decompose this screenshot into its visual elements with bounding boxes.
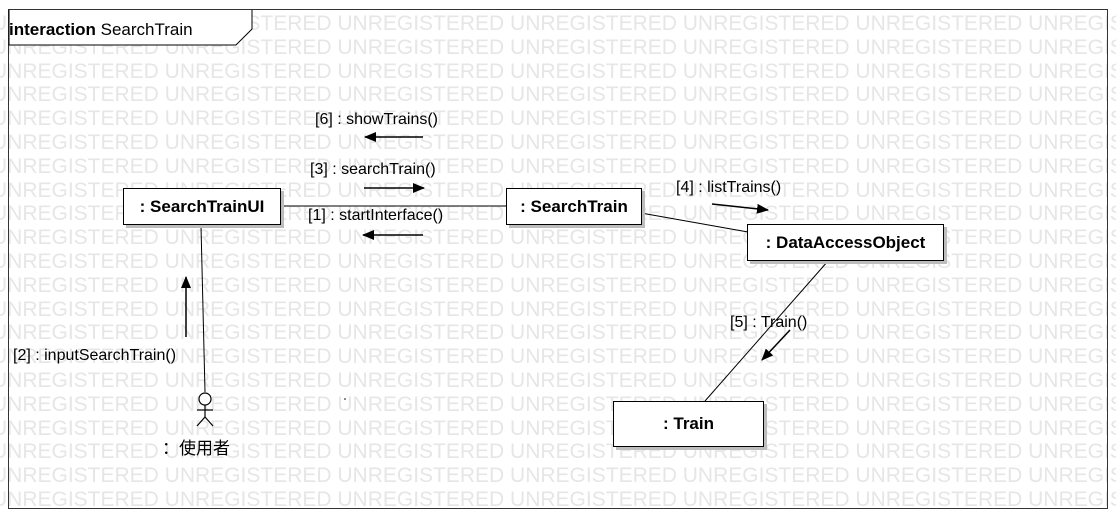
frame-keyword: interaction xyxy=(9,20,96,39)
link-searchtrain-dao xyxy=(640,212,749,233)
stray-dot xyxy=(344,398,346,400)
object-data-access-object-label: : DataAccessObject xyxy=(765,232,926,252)
message-label-m6: [6] : showTrains() xyxy=(315,111,438,128)
object-train[interactable]: : Train xyxy=(613,401,764,447)
object-search-train-label: : SearchTrain xyxy=(520,196,628,216)
object-data-access-object[interactable]: : DataAccessObject xyxy=(747,224,944,261)
arrow-m4 xyxy=(711,203,769,214)
message-label-m4: [4] : listTrains() xyxy=(676,179,782,196)
frame-title: SearchTrain xyxy=(100,20,193,39)
actor-label: ：使用者 xyxy=(162,439,230,458)
link-actor-ui xyxy=(200,225,206,393)
message-label-m2: [2] : inputSearchTrain() xyxy=(13,347,177,364)
frame-tab-shape xyxy=(8,10,253,46)
actor-icon xyxy=(196,392,214,427)
message-label-m1: [1] : startInterface() xyxy=(308,207,444,224)
message-label-m3: [3] : searchTrain() xyxy=(310,161,436,178)
interaction-frame xyxy=(8,9,1108,509)
message-label-m5: [5] : Train() xyxy=(730,314,808,331)
object-search-train-ui-label: : SearchTrainUI xyxy=(139,196,265,216)
object-train-label: : Train xyxy=(662,414,714,433)
arrow-m5 xyxy=(761,329,791,361)
object-search-train-ui[interactable]: : SearchTrainUI xyxy=(123,188,281,225)
object-search-train[interactable]: : SearchTrain xyxy=(506,188,642,225)
link-dao-train xyxy=(704,260,829,402)
frame-tab: interaction SearchTrain xyxy=(9,20,193,40)
